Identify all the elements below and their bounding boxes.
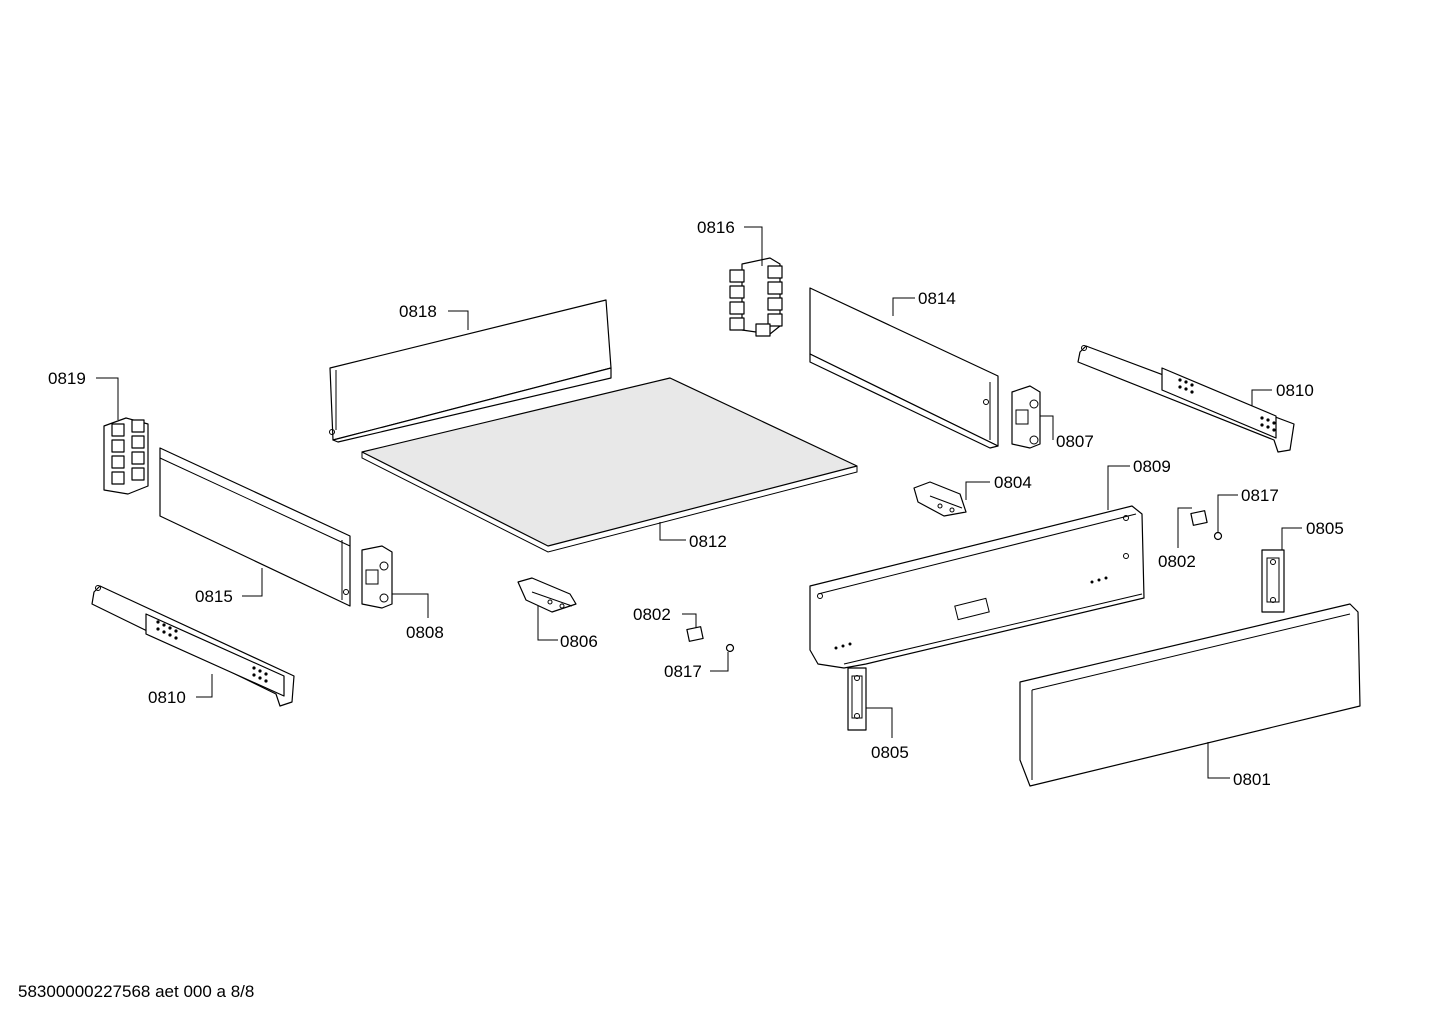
label-0814: 0814 xyxy=(918,289,956,308)
part-0802-pad-left xyxy=(686,626,704,642)
part-0807-bracket xyxy=(1011,385,1041,449)
part-0819-clip xyxy=(103,417,149,495)
label-0817-right: 0817 xyxy=(1241,486,1279,505)
part-0818-rear-wall-left xyxy=(329,299,612,443)
label-0802-left: 0802 xyxy=(633,605,671,624)
part-0808-bracket xyxy=(361,545,393,609)
part-0812-bottom-panel xyxy=(361,377,858,553)
part-0810-rail-right xyxy=(1077,345,1295,453)
part-0801-front-cover xyxy=(1019,603,1361,787)
label-0819: 0819 xyxy=(48,369,86,388)
label-0816: 0816 xyxy=(697,218,735,237)
label-0805-right: 0805 xyxy=(1306,519,1344,538)
part-0805-bracket-left xyxy=(847,667,867,731)
part-0810-rail-left xyxy=(91,585,295,707)
label-0804: 0804 xyxy=(994,473,1032,492)
label-0802-right: 0802 xyxy=(1158,552,1196,571)
part-0804-hinge xyxy=(913,481,967,517)
label-0812: 0812 xyxy=(689,532,727,551)
part-0806-hinge xyxy=(517,577,577,613)
label-0807: 0807 xyxy=(1056,432,1094,451)
part-0809-front-inner-panel xyxy=(809,505,1145,669)
part-0815-side-wall-left xyxy=(159,447,351,607)
part-0805-bracket-right xyxy=(1261,549,1285,613)
label-0810-right: 0810 xyxy=(1276,381,1314,400)
part-0817-screw-left xyxy=(725,643,735,653)
label-0810-left: 0810 xyxy=(148,688,186,707)
part-0816-clip xyxy=(729,257,783,337)
label-0818: 0818 xyxy=(399,302,437,321)
label-0809: 0809 xyxy=(1133,457,1171,476)
leader-lines xyxy=(96,226,1302,779)
label-0806: 0806 xyxy=(560,632,598,651)
label-0815: 0815 xyxy=(195,587,233,606)
label-0808: 0808 xyxy=(406,623,444,642)
label-0805-left: 0805 xyxy=(871,743,909,762)
part-0814-side-wall-right xyxy=(809,287,999,449)
label-0817-left: 0817 xyxy=(664,662,702,681)
part-0802-pad-right xyxy=(1190,510,1208,526)
part-0817-screw-right xyxy=(1213,531,1223,541)
document-id-footer: 58300000227568 aet 000 a 8/8 xyxy=(18,982,255,1001)
label-0801: 0801 xyxy=(1233,770,1271,789)
